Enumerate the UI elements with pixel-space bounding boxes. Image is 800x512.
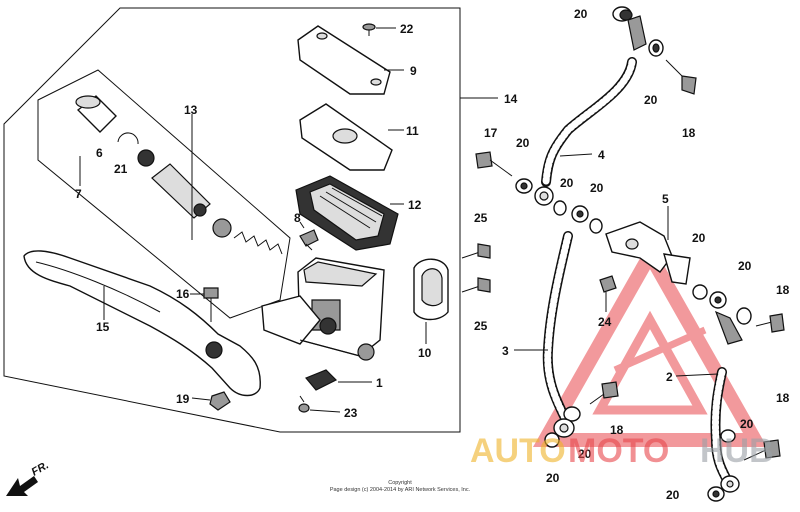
callout-20-i: 20 bbox=[546, 471, 560, 485]
callout-19: 19 bbox=[176, 392, 190, 406]
hose3-banjo bbox=[553, 418, 575, 438]
callout-20-j: 20 bbox=[578, 447, 592, 461]
callout-22: 22 bbox=[400, 22, 414, 36]
copyright-line-2: Page design (c) 2004-2014 by ARI Network… bbox=[330, 487, 471, 493]
callout-20-f: 20 bbox=[692, 231, 706, 245]
washer-20-l bbox=[720, 429, 736, 443]
bolt-18-b bbox=[755, 313, 785, 333]
callout-21: 21 bbox=[114, 162, 128, 176]
brake-switch bbox=[305, 369, 338, 391]
bolt-24 bbox=[599, 275, 617, 312]
callout-11: 11 bbox=[406, 124, 419, 138]
bolt-17 bbox=[475, 151, 513, 177]
leader-lines bbox=[79, 27, 719, 413]
washer-20-a bbox=[619, 9, 633, 21]
callout-18-a: 18 bbox=[682, 126, 696, 140]
callout-14: 14 bbox=[504, 92, 518, 106]
bolt-18-c bbox=[589, 381, 619, 405]
washer-20-m bbox=[707, 486, 725, 502]
brake-hose-4 bbox=[541, 57, 637, 187]
reservoir-bolt bbox=[299, 229, 319, 251]
holder-bolt-lower bbox=[461, 277, 491, 293]
front-direction-arrow: FR. bbox=[6, 459, 51, 496]
callout-16: 16 bbox=[176, 287, 190, 301]
holder-bolt-upper bbox=[461, 243, 491, 259]
diaphragm-plate bbox=[299, 103, 393, 171]
washer-20-h bbox=[709, 291, 727, 309]
callout-10: 10 bbox=[418, 346, 432, 360]
callout-4: 4 bbox=[598, 148, 605, 162]
switch-screw bbox=[298, 395, 310, 413]
handlebar-holder bbox=[413, 258, 449, 321]
hose2-banjo bbox=[720, 475, 740, 493]
callout-3: 3 bbox=[502, 344, 509, 358]
brake-lever bbox=[23, 250, 261, 397]
spring bbox=[233, 231, 283, 255]
washer-20-b bbox=[648, 39, 664, 57]
reservoir-cap bbox=[297, 25, 391, 95]
callout-17: 17 bbox=[484, 126, 498, 140]
brake-hose-3 bbox=[542, 231, 573, 425]
callout-5: 5 bbox=[662, 192, 669, 206]
callout-18-c: 18 bbox=[610, 423, 624, 437]
washer-20-i bbox=[736, 307, 752, 325]
callout-12: 12 bbox=[408, 198, 422, 212]
callout-20-e: 20 bbox=[590, 181, 604, 195]
callout-1: 1 bbox=[376, 376, 383, 390]
svg-text:HUB: HUB bbox=[700, 432, 774, 470]
callout-25-lower: 25 bbox=[474, 319, 488, 333]
watermark-logo bbox=[532, 240, 768, 447]
hose2-top-fitting bbox=[714, 310, 743, 345]
callout-20-k: 20 bbox=[666, 488, 680, 502]
brake-hose-2 bbox=[710, 367, 731, 483]
washer-20-c bbox=[515, 178, 533, 194]
pivot-nut bbox=[209, 391, 231, 411]
callout-20-a: 20 bbox=[574, 7, 588, 21]
callout-20-b: 20 bbox=[644, 93, 658, 107]
callout-15: 15 bbox=[96, 320, 110, 334]
callout-8: 8 bbox=[294, 211, 301, 225]
callout-20-c: 20 bbox=[516, 136, 530, 150]
diaphragm bbox=[295, 175, 399, 251]
svg-text:MOTO: MOTO bbox=[568, 432, 669, 470]
callout-20-g: 20 bbox=[738, 259, 752, 273]
callout-25-upper: 25 bbox=[474, 211, 488, 225]
washer-20-k bbox=[544, 432, 560, 448]
pivot-bolt bbox=[203, 287, 219, 322]
copyright-line-1: Copyright bbox=[388, 480, 412, 486]
piston bbox=[137, 149, 211, 219]
callout-23: 23 bbox=[344, 406, 358, 420]
callout-7: 7 bbox=[75, 187, 82, 201]
svg-text:AUTO: AUTO bbox=[470, 432, 566, 470]
cap-screw bbox=[362, 23, 376, 36]
piston-cup bbox=[212, 218, 232, 238]
master-cylinder-body bbox=[261, 257, 385, 361]
callout-2: 2 bbox=[666, 370, 673, 384]
washer-20-d bbox=[553, 200, 567, 216]
bolt-18-d bbox=[743, 439, 781, 461]
washer-20-e bbox=[571, 205, 589, 223]
washer-20-j bbox=[563, 406, 581, 422]
callout-18-d: 18 bbox=[776, 391, 790, 405]
hose4-banjo bbox=[534, 186, 554, 206]
assembly-outline bbox=[3, 7, 461, 433]
callout-13: 13 bbox=[184, 103, 198, 117]
washer-20-g bbox=[692, 284, 708, 300]
watermark-text: AUTO MOTO HUB bbox=[470, 432, 774, 470]
callout-20-h: 20 bbox=[740, 417, 754, 431]
callout-9: 9 bbox=[410, 64, 417, 78]
callout-20-d: 20 bbox=[560, 176, 574, 190]
subassembly-7-outline bbox=[37, 69, 291, 319]
bolt-18-a bbox=[665, 59, 697, 95]
three-way-joint bbox=[605, 221, 691, 285]
callout-24: 24 bbox=[598, 315, 612, 329]
callout-6: 6 bbox=[96, 146, 103, 160]
washer-20-f bbox=[589, 218, 603, 234]
front-label: FR. bbox=[30, 459, 51, 478]
boot bbox=[75, 95, 117, 133]
callout-18-b: 18 bbox=[776, 283, 790, 297]
circlip bbox=[117, 132, 139, 145]
